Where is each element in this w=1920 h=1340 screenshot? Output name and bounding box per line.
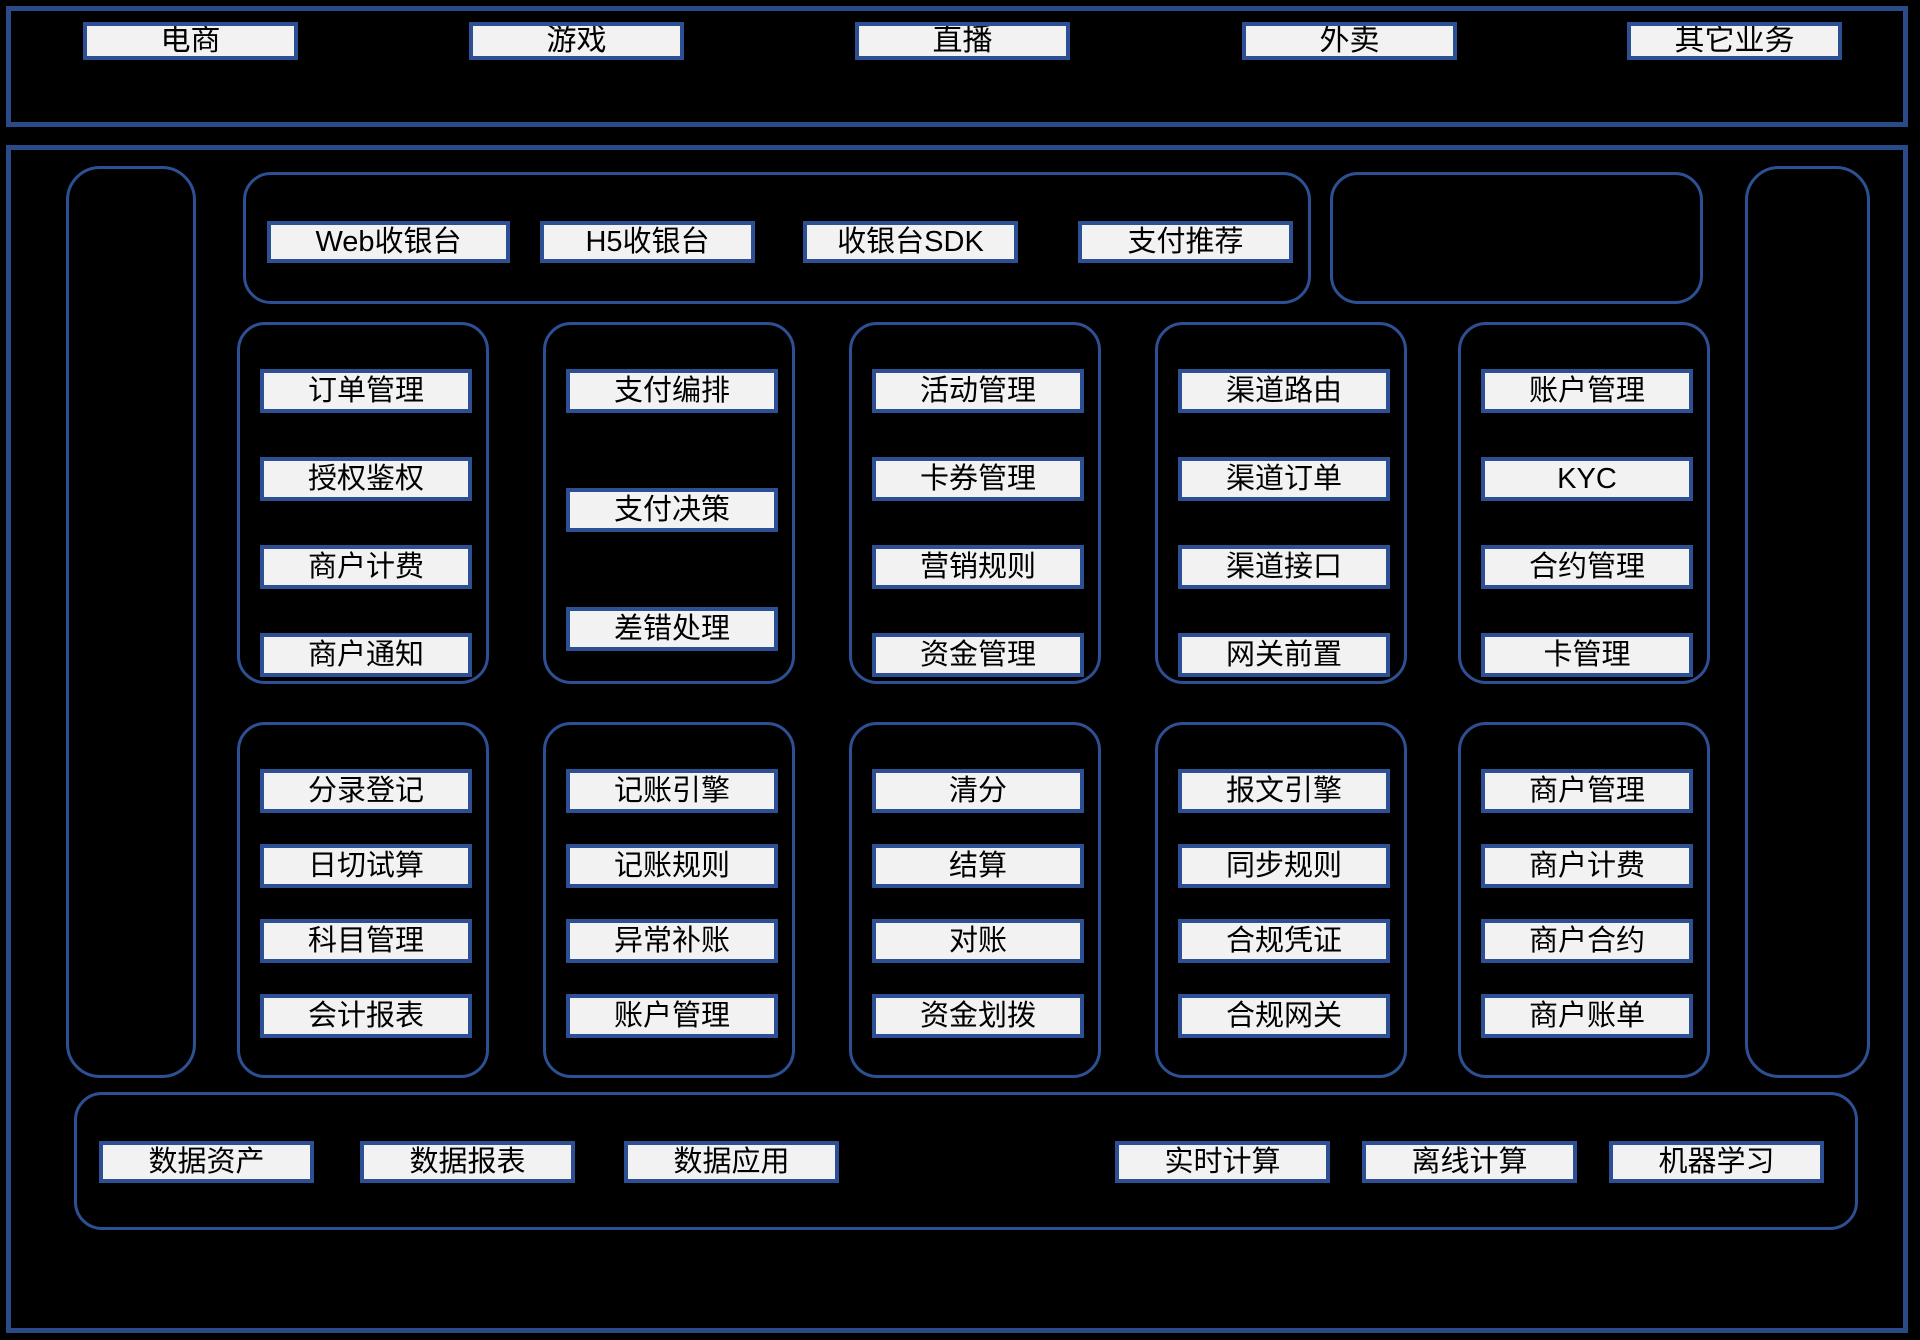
module-label: 商户管理 (1481, 769, 1693, 813)
module-label: KYC (1481, 457, 1693, 501)
module-label: 科目管理 (260, 919, 472, 963)
module-label: 异常补账 (566, 919, 778, 963)
module-label: 渠道订单 (1178, 457, 1390, 501)
group-order-management: 订单管理 授权鉴权 商户计费 商户通知 (237, 322, 489, 684)
group-ledger-engine: 记账引擎 记账规则 异常补账 账户管理 (543, 722, 795, 1078)
group-marketing: 活动管理 卡券管理 营销规则 资金管理 (849, 322, 1101, 684)
module-label: 商户通知 (260, 633, 472, 677)
business-label-games: 游戏 (469, 22, 684, 60)
group-compliance-message: 报文引擎 同步规则 合规凭证 合规网关 (1155, 722, 1407, 1078)
module-label: 渠道路由 (1178, 369, 1390, 413)
checkout-label-sdk: 收银台SDK (803, 221, 1018, 263)
module-label: 对账 (872, 919, 1084, 963)
module-label: 支付决策 (566, 488, 778, 532)
module-label: 商户计费 (1481, 844, 1693, 888)
business-label-ecommerce: 电商 (83, 22, 298, 60)
module-label: 清分 (872, 769, 1084, 813)
left-sidebar-panel (66, 166, 196, 1078)
checkout-label-h5: H5收银台 (540, 221, 755, 263)
module-label: 卡券管理 (872, 457, 1084, 501)
module-label: 报文引擎 (1178, 769, 1390, 813)
business-layer-container: 电商 游戏 直播 外卖 其它业务 (6, 6, 1908, 127)
module-label: 网关前置 (1178, 633, 1390, 677)
module-label: 同步规则 (1178, 844, 1390, 888)
module-label: 记账引擎 (566, 769, 778, 813)
module-label: 合规网关 (1178, 994, 1390, 1038)
module-label: 商户账单 (1481, 994, 1693, 1038)
module-label: 会计报表 (260, 994, 472, 1038)
data-label-offline-compute: 离线计算 (1362, 1141, 1577, 1183)
module-label: 卡管理 (1481, 633, 1693, 677)
empty-group (1330, 172, 1703, 304)
module-label: 记账规则 (566, 844, 778, 888)
business-label-livestream: 直播 (855, 22, 1070, 60)
checkout-group: Web收银台 H5收银台 收银台SDK 支付推荐 (243, 172, 1311, 304)
data-label-assets: 数据资产 (99, 1141, 314, 1183)
group-accounting-entry: 分录登记 日切试算 科目管理 会计报表 (237, 722, 489, 1078)
module-label: 活动管理 (872, 369, 1084, 413)
data-label-machine-learning: 机器学习 (1609, 1141, 1824, 1183)
module-label: 营销规则 (872, 545, 1084, 589)
module-label: 订单管理 (260, 369, 472, 413)
business-label-other: 其它业务 (1627, 22, 1842, 60)
module-label: 授权鉴权 (260, 457, 472, 501)
right-sidebar-panel (1745, 166, 1870, 1078)
data-label-reports: 数据报表 (360, 1141, 575, 1183)
module-label: 结算 (872, 844, 1084, 888)
business-label-takeout: 外卖 (1242, 22, 1457, 60)
module-label: 分录登记 (260, 769, 472, 813)
module-label: 资金管理 (872, 633, 1084, 677)
module-label: 合规凭证 (1178, 919, 1390, 963)
module-label: 合约管理 (1481, 545, 1693, 589)
data-label-applications: 数据应用 (624, 1141, 839, 1183)
group-channel: 渠道路由 渠道订单 渠道接口 网关前置 (1155, 322, 1407, 684)
checkout-label-recommend: 支付推荐 (1078, 221, 1293, 263)
module-label: 商户计费 (260, 545, 472, 589)
module-label: 资金划拨 (872, 994, 1084, 1038)
module-label: 日切试算 (260, 844, 472, 888)
module-label: 渠道接口 (1178, 545, 1390, 589)
module-label: 支付编排 (566, 369, 778, 413)
data-platform-group: 数据资产 数据报表 数据应用 实时计算 离线计算 机器学习 (74, 1092, 1858, 1230)
module-label: 商户合约 (1481, 919, 1693, 963)
data-label-realtime-compute: 实时计算 (1115, 1141, 1330, 1183)
group-clearing-settlement: 清分 结算 对账 资金划拨 (849, 722, 1101, 1078)
group-merchant: 商户管理 商户计费 商户合约 商户账单 (1458, 722, 1710, 1078)
module-label: 账户管理 (566, 994, 778, 1038)
module-label: 差错处理 (566, 607, 778, 651)
module-label: 账户管理 (1481, 369, 1693, 413)
group-payment-orchestration: 支付编排 支付决策 差错处理 (543, 322, 795, 684)
group-account: 账户管理 KYC 合约管理 卡管理 (1458, 322, 1710, 684)
checkout-label-web: Web收银台 (267, 221, 510, 263)
platform-container: Web收银台 H5收银台 收银台SDK 支付推荐 订单管理 授权鉴权 商户计费 … (6, 145, 1908, 1333)
